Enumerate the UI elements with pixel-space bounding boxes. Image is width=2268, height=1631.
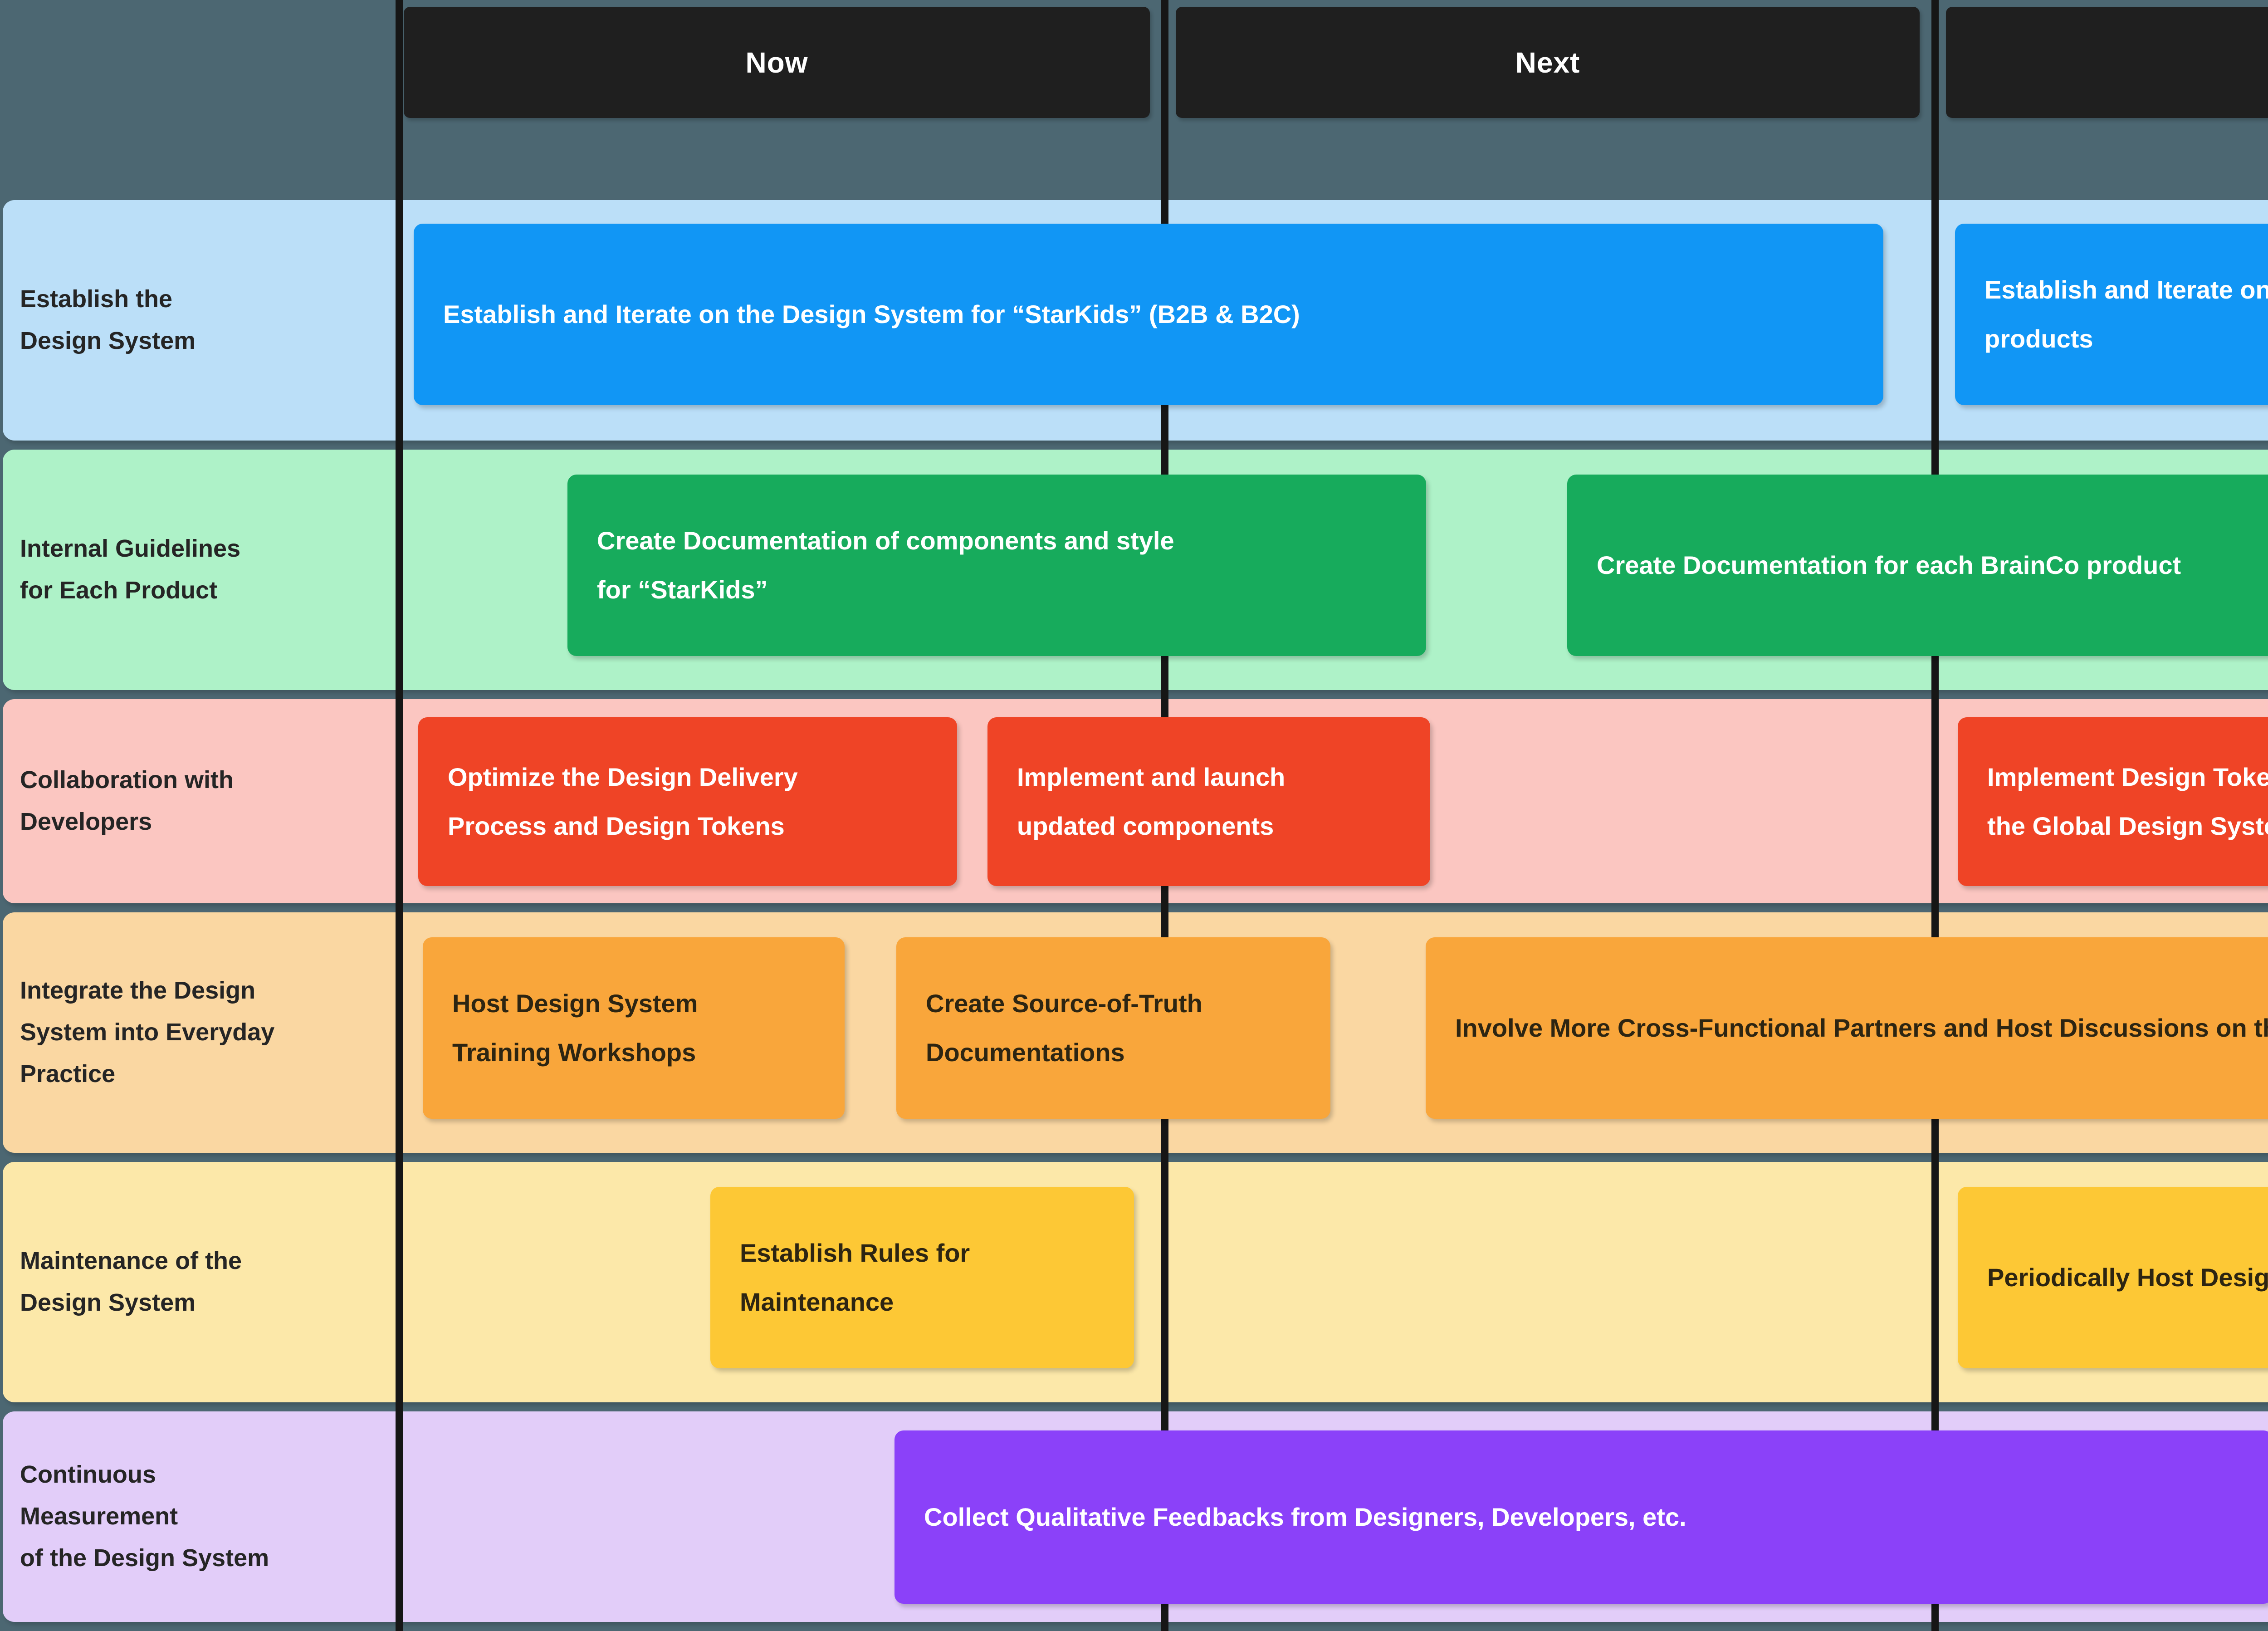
card-documentation-starkids[interactable]: Create Documentation of components and s… bbox=[567, 475, 1426, 656]
row-label-integrate-everyday-practice: Integrate the Design System into Everyda… bbox=[20, 977, 275, 1087]
card-office-hours[interactable]: Periodically Host Design System Office H… bbox=[1958, 1187, 2268, 1368]
row-band-maintenance: Maintenance of the Design System bbox=[3, 1162, 2268, 1402]
column-header-label: Next bbox=[1515, 46, 1580, 79]
column-header-future[interactable]: Future bbox=[1946, 7, 2268, 118]
column-header-next[interactable]: Next bbox=[1176, 7, 1920, 118]
card-text: Create Documentation for each BrainCo pr… bbox=[1597, 551, 2181, 580]
card-text: Optimize the Design Delivery Process and… bbox=[448, 763, 798, 840]
card-text: Create Documentation of components and s… bbox=[597, 526, 1174, 604]
card-text: Implement Design Tokens for the Global D… bbox=[1987, 763, 2268, 840]
column-divider-line bbox=[396, 0, 403, 1631]
card-text: Establish Rules for Maintenance bbox=[740, 1239, 970, 1316]
card-optimize-design-delivery[interactable]: Optimize the Design Delivery Process and… bbox=[418, 717, 957, 886]
card-text: Implement and launch updated components bbox=[1017, 763, 1286, 840]
card-text: Collect Qualitative Feedbacks from Desig… bbox=[924, 1503, 1686, 1532]
row-label-internal-guidelines: Internal Guidelines for Each Product bbox=[20, 535, 241, 604]
card-text: Establish and Iterate on the Design Syst… bbox=[443, 300, 1300, 329]
card-qualitative-feedbacks[interactable]: Collect Qualitative Feedbacks from Desig… bbox=[894, 1430, 2268, 1604]
row-label-continuous-measurement: Continuous Measurement of the Design Sys… bbox=[20, 1461, 269, 1572]
column-header-now[interactable]: Now bbox=[404, 7, 1150, 118]
column-divider-line bbox=[1931, 0, 1939, 1631]
card-text: Host Design System Training Workshops bbox=[452, 989, 698, 1067]
card-text: Involve More Cross-Functional Partners a… bbox=[1455, 1014, 2268, 1043]
card-establish-global-design-system[interactable]: Establish and Iterate on the Global Desi… bbox=[1955, 224, 2268, 405]
card-documentation-each-product[interactable]: Create Documentation for each BrainCo pr… bbox=[1567, 475, 2268, 656]
card-text: Periodically Host Design System Office H… bbox=[1987, 1263, 2268, 1292]
card-training-workshops[interactable]: Host Design System Training Workshops bbox=[423, 937, 845, 1119]
card-source-of-truth-docs[interactable]: Create Source-of-Truth Documentations bbox=[896, 937, 1330, 1119]
column-header-label: Now bbox=[745, 46, 808, 79]
row-label-collaboration-developers: Collaboration with Developers bbox=[20, 766, 234, 835]
card-establish-starkids-design-system[interactable]: Establish and Iterate on the Design Syst… bbox=[414, 224, 1883, 405]
row-label-maintenance: Maintenance of the Design System bbox=[20, 1247, 242, 1316]
card-implement-launch-components[interactable]: Implement and launch updated components bbox=[987, 717, 1430, 886]
card-text: Create Source-of-Truth Documentations bbox=[926, 989, 1202, 1067]
card-implement-design-tokens[interactable]: Implement Design Tokens for the Global D… bbox=[1958, 717, 2268, 886]
card-text: Establish and Iterate on the Global Desi… bbox=[1984, 275, 2268, 353]
row-label-establish-design-system: Establish the Design System bbox=[20, 285, 196, 354]
card-cross-functional-partners[interactable]: Involve More Cross-Functional Partners a… bbox=[1426, 937, 2268, 1119]
card-rules-for-maintenance[interactable]: Establish Rules for Maintenance bbox=[710, 1187, 1134, 1368]
